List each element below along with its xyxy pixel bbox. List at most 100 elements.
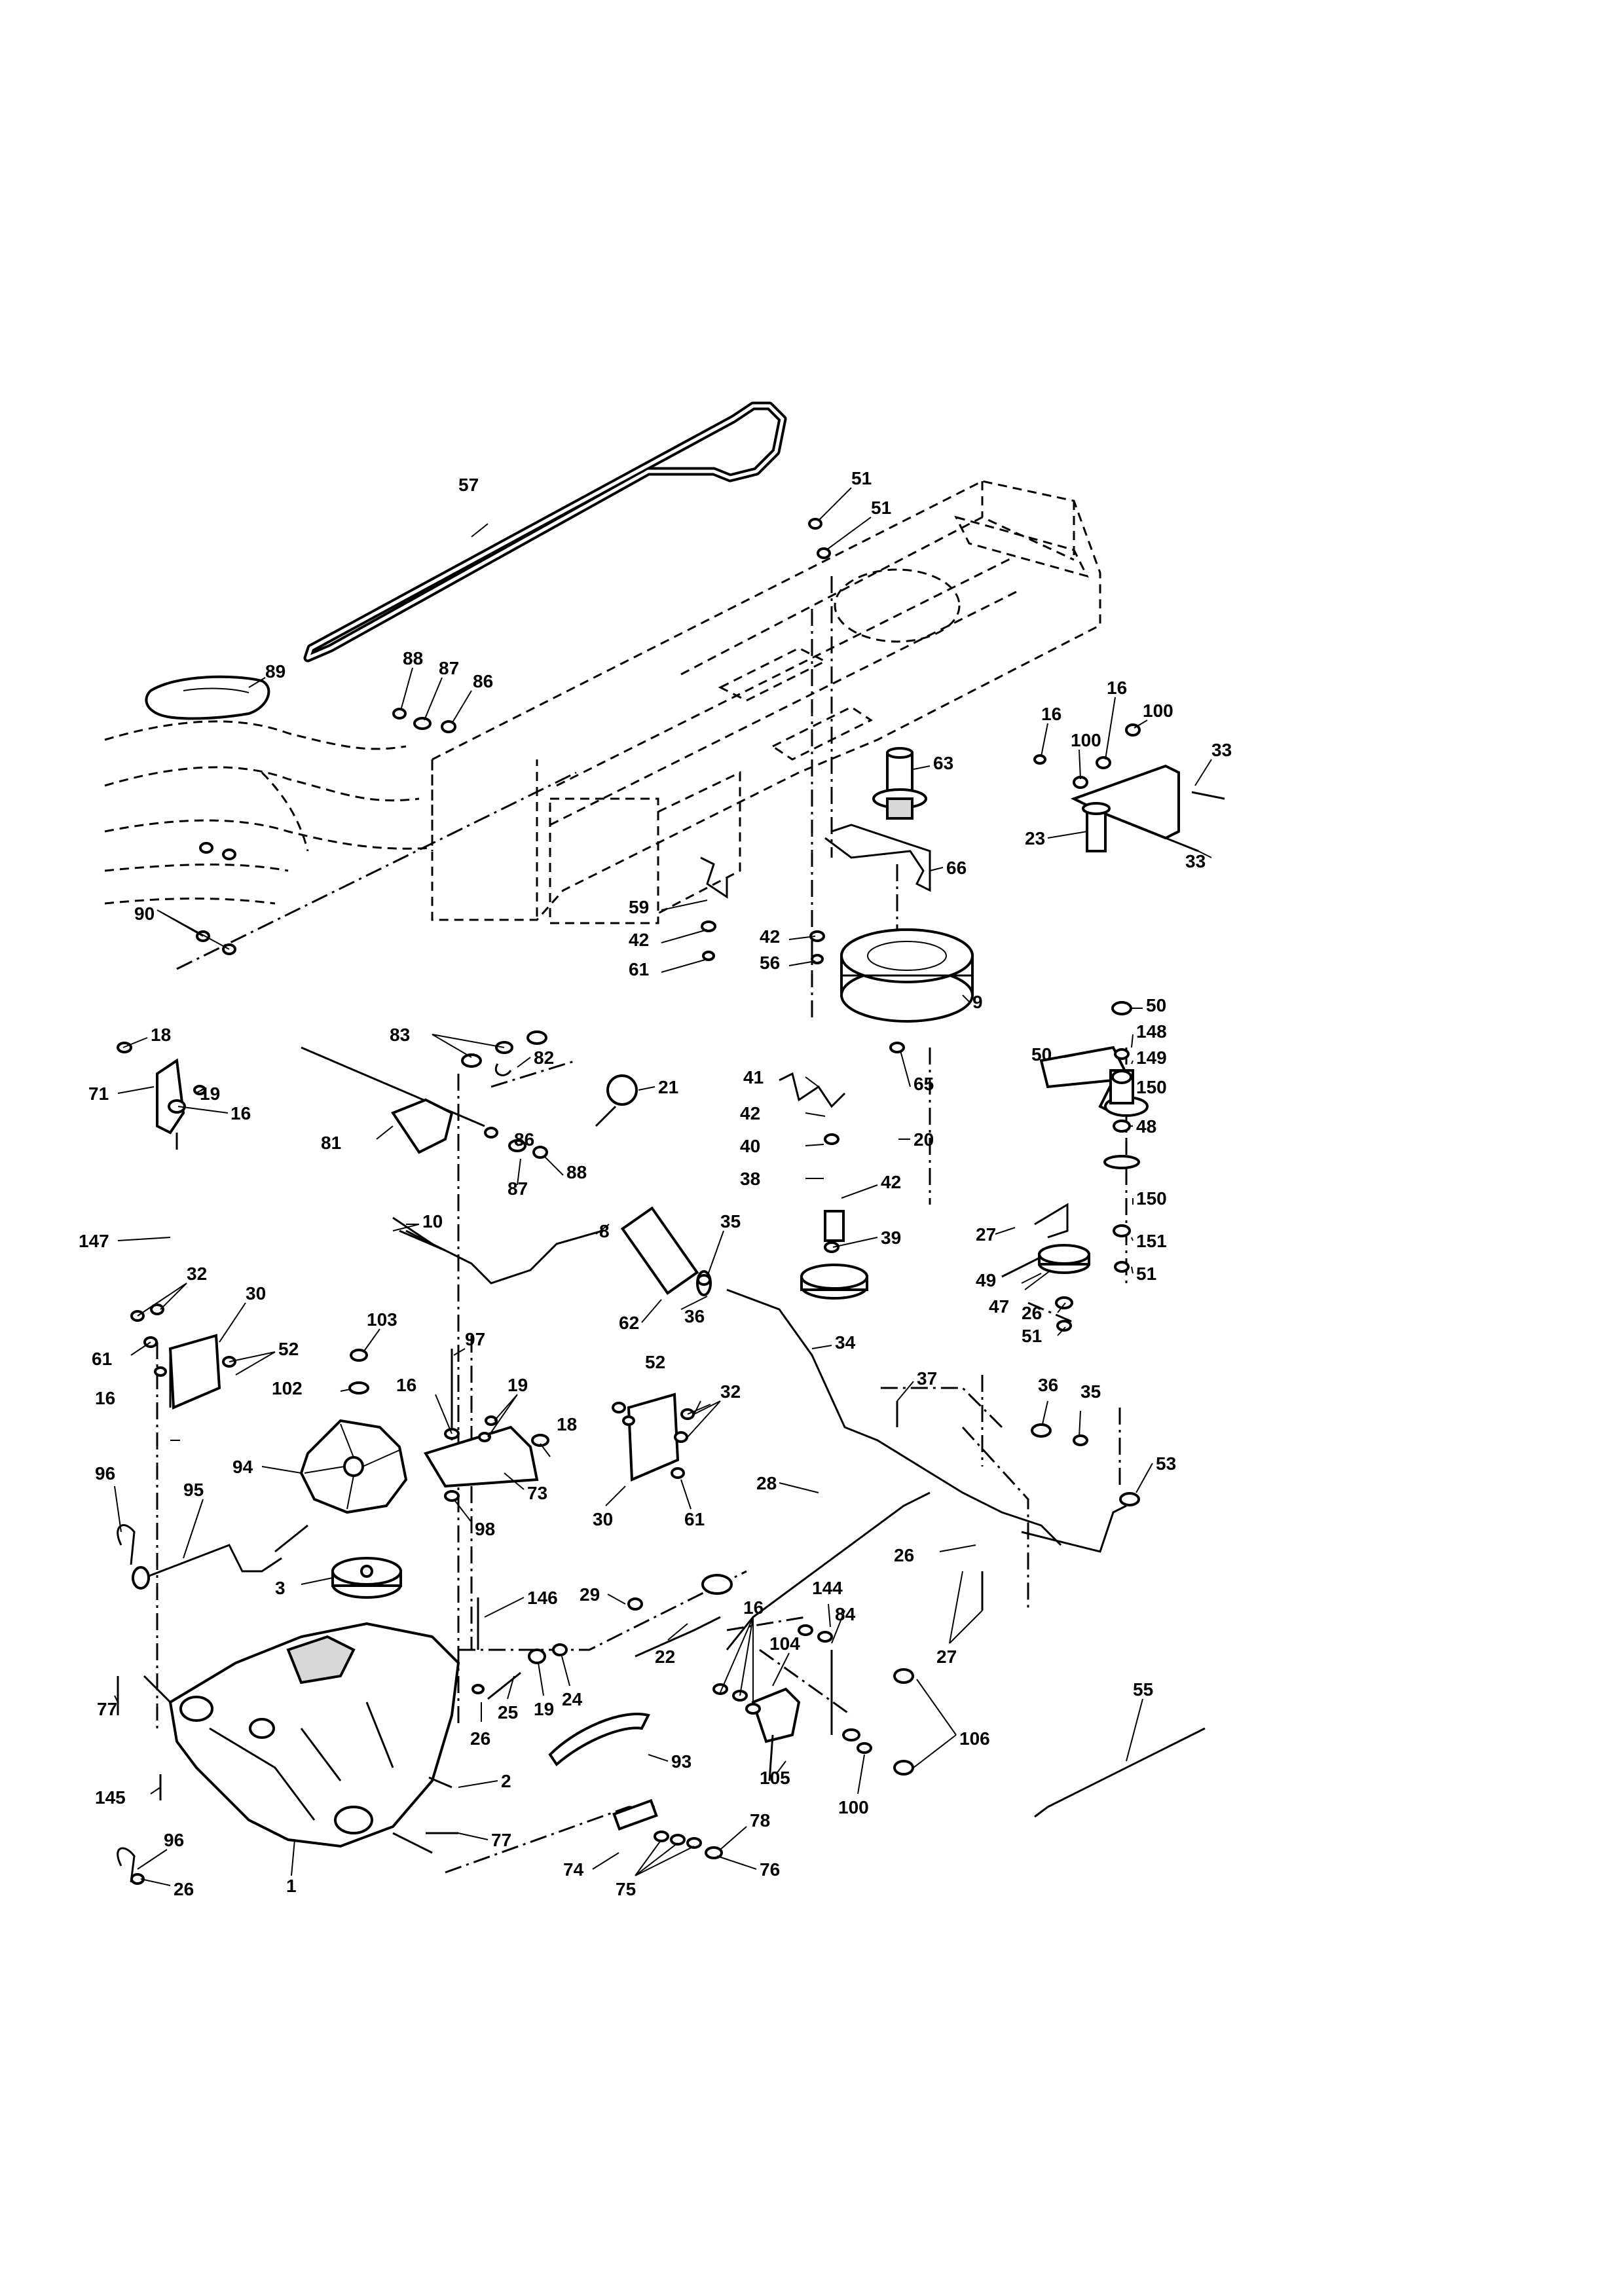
callout-51: 51 bbox=[851, 468, 872, 488]
fender-dashed bbox=[104, 720, 433, 905]
callout-16: 16 bbox=[95, 1388, 115, 1408]
spring-25 bbox=[487, 1671, 521, 1700]
chain-leaders bbox=[156, 576, 1128, 1874]
callout-42: 42 bbox=[740, 1103, 760, 1123]
callout-100: 100 bbox=[838, 1797, 869, 1817]
rod-28 bbox=[726, 1491, 931, 1650]
bracket-71 bbox=[156, 1058, 185, 1135]
callout-30: 30 bbox=[593, 1509, 613, 1529]
callout-84: 84 bbox=[835, 1604, 856, 1624]
callout-51: 51 bbox=[871, 498, 891, 518]
callout-25: 25 bbox=[498, 1702, 518, 1722]
callout-19: 19 bbox=[534, 1699, 554, 1719]
callout-65: 65 bbox=[913, 1074, 934, 1094]
callout-77: 77 bbox=[97, 1699, 117, 1719]
clip-96-top bbox=[117, 1524, 136, 1565]
callout-23: 23 bbox=[1025, 828, 1045, 848]
callout-106: 106 bbox=[959, 1728, 990, 1749]
callout-61: 61 bbox=[684, 1509, 705, 1529]
plate-30-right bbox=[627, 1393, 680, 1482]
callout-16: 16 bbox=[396, 1375, 416, 1395]
callout-30: 30 bbox=[246, 1283, 266, 1303]
callout-53: 53 bbox=[1156, 1453, 1176, 1474]
callout-32: 32 bbox=[720, 1381, 741, 1402]
washer-102 bbox=[348, 1381, 369, 1394]
callout-42: 42 bbox=[760, 926, 780, 947]
pulley-stack bbox=[800, 1210, 868, 1300]
shift-lever bbox=[405, 1074, 638, 1285]
callout-35: 35 bbox=[720, 1211, 741, 1231]
callout-87: 87 bbox=[507, 1178, 528, 1199]
electric-clutch bbox=[840, 928, 974, 1023]
callout-28: 28 bbox=[756, 1473, 777, 1493]
callout-16: 16 bbox=[1041, 704, 1061, 724]
callout-96: 96 bbox=[95, 1463, 115, 1484]
callout-27: 27 bbox=[936, 1647, 957, 1667]
callout-86: 86 bbox=[473, 671, 493, 691]
callout-26: 26 bbox=[1022, 1303, 1042, 1323]
fender-part bbox=[145, 675, 270, 720]
callout-42: 42 bbox=[629, 930, 649, 950]
callout-42: 42 bbox=[881, 1172, 901, 1192]
callout-146: 146 bbox=[527, 1588, 558, 1608]
nut-24 bbox=[552, 1643, 568, 1656]
callout-93: 93 bbox=[671, 1751, 692, 1772]
callout-18: 18 bbox=[151, 1025, 171, 1045]
callout-33: 33 bbox=[1211, 740, 1232, 760]
callout-37: 37 bbox=[917, 1368, 937, 1389]
callout-labels: 57 51 51 89 88 87 86 16 100 16 100 63 33… bbox=[79, 468, 1232, 1899]
callout-36: 36 bbox=[684, 1306, 705, 1326]
callout-81: 81 bbox=[321, 1133, 341, 1153]
shaft-95 bbox=[132, 1524, 308, 1590]
fan-94 bbox=[299, 1419, 408, 1514]
shaft-81 bbox=[301, 1046, 485, 1154]
callout-66: 66 bbox=[946, 858, 967, 878]
bracket-23 bbox=[1070, 764, 1225, 852]
callout-34: 34 bbox=[835, 1332, 856, 1353]
callout-10: 10 bbox=[422, 1211, 443, 1231]
callout-145: 145 bbox=[95, 1787, 126, 1808]
callout-59: 59 bbox=[629, 897, 649, 917]
callout-61: 61 bbox=[92, 1349, 112, 1369]
callout-47: 47 bbox=[989, 1296, 1009, 1317]
callout-3: 3 bbox=[275, 1578, 286, 1598]
callout-40: 40 bbox=[740, 1136, 760, 1156]
idler-arm-48 bbox=[1039, 1046, 1149, 1169]
callout-49: 49 bbox=[976, 1270, 996, 1290]
linkage-104 bbox=[751, 1650, 914, 1781]
callout-150: 150 bbox=[1136, 1188, 1167, 1209]
callout-102: 102 bbox=[272, 1378, 303, 1398]
callout-88: 88 bbox=[566, 1162, 587, 1182]
bracket-41 bbox=[779, 1072, 846, 1108]
callout-24: 24 bbox=[562, 1689, 583, 1709]
callout-63: 63 bbox=[933, 753, 953, 773]
callout-150: 150 bbox=[1136, 1077, 1167, 1097]
callout-20: 20 bbox=[913, 1129, 934, 1150]
callout-56: 56 bbox=[760, 953, 780, 973]
callout-98: 98 bbox=[475, 1519, 495, 1539]
callout-52: 52 bbox=[278, 1339, 299, 1359]
callout-57: 57 bbox=[458, 475, 479, 495]
frame-dashed bbox=[431, 480, 1101, 924]
spring-2 bbox=[428, 1776, 452, 1789]
nut-19 bbox=[528, 1649, 546, 1664]
callout-62: 62 bbox=[619, 1313, 639, 1333]
callout-36: 36 bbox=[1038, 1375, 1058, 1395]
callout-147: 147 bbox=[79, 1231, 109, 1251]
idler-pulley-47 bbox=[1034, 1203, 1090, 1274]
idler-spindle bbox=[872, 747, 927, 820]
callout-100: 100 bbox=[1143, 701, 1173, 721]
callout-105: 105 bbox=[760, 1768, 790, 1788]
callout-32: 32 bbox=[187, 1264, 207, 1284]
pulley-3 bbox=[331, 1557, 402, 1599]
callout-38: 38 bbox=[740, 1169, 760, 1189]
rod-10 bbox=[392, 1216, 446, 1252]
callout-71: 71 bbox=[88, 1084, 109, 1104]
callout-26: 26 bbox=[174, 1879, 194, 1899]
callout-76: 76 bbox=[760, 1859, 780, 1880]
callout-151: 151 bbox=[1136, 1231, 1167, 1251]
callout-96: 96 bbox=[164, 1830, 184, 1850]
plate-30-left bbox=[168, 1334, 221, 1410]
callout-33: 33 bbox=[1185, 851, 1206, 871]
